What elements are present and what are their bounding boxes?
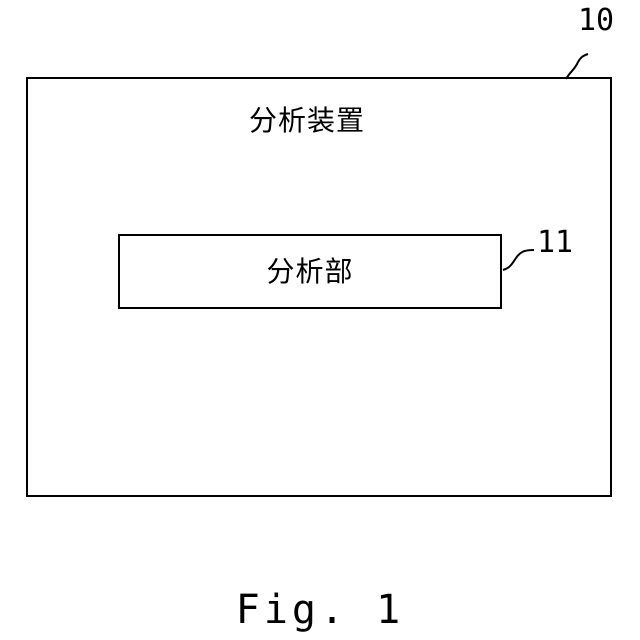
ref-number-11: 11 [537,228,573,258]
ref-number-10: 10 [578,6,614,36]
figure-caption: Fig. 1 [0,586,640,634]
leader-line-11 [503,250,534,270]
leader-line-10 [566,54,588,79]
